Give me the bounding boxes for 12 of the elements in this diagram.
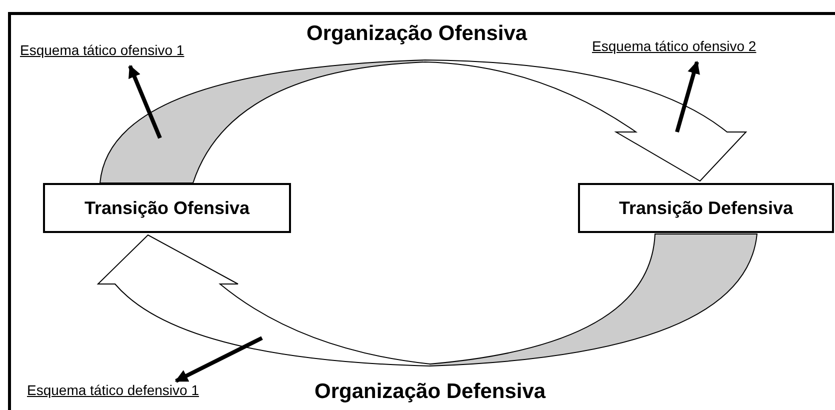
annotation-text: Esquema tático ofensivo 2 (592, 38, 812, 60)
phase-box: Transição Defensiva (578, 183, 834, 233)
curved-block-arrow (100, 60, 746, 184)
edge-label: Organização Defensiva (312, 380, 548, 404)
arrow (174, 336, 263, 383)
edge-label: Organização Ofensiva (304, 22, 530, 46)
phase-box: Transição Ofensiva (43, 183, 291, 233)
annotation-text: Esquema tático defensivo 1 (27, 382, 257, 404)
curved-block-arrow (98, 234, 758, 366)
arrow (128, 64, 162, 139)
annotation-text: Esquema tático ofensivo 1 (20, 42, 238, 64)
arrow (675, 60, 700, 133)
